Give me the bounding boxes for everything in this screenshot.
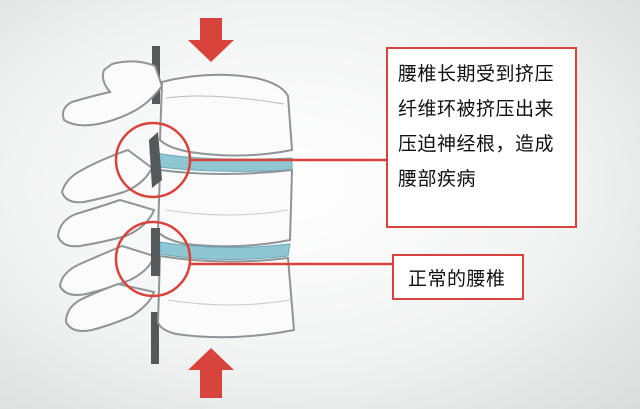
callout-line: 腰椎长期受到挤压 bbox=[398, 63, 555, 85]
nerve-root-bottom bbox=[151, 312, 159, 364]
pressure-arrow-down bbox=[188, 18, 234, 62]
vertebra-top bbox=[158, 73, 294, 157]
callout-disc-herniation: 腰椎长期受到挤压 纤维环被挤压出来 压迫神经根，造成 腰部疾病 bbox=[386, 47, 577, 228]
pressure-arrow-up bbox=[188, 348, 234, 398]
highlight-circle-normal bbox=[114, 220, 192, 298]
callout-line: 正常的腰椎 bbox=[408, 268, 506, 290]
callout-normal-spine: 正常的腰椎 bbox=[392, 254, 524, 300]
nerve-root-normal bbox=[151, 228, 160, 276]
nerve-root-compressed bbox=[149, 132, 162, 188]
callout-line: 腰部疾病 bbox=[398, 168, 477, 190]
vertebra-bottom bbox=[156, 254, 296, 339]
callout-line: 压迫神经根，造成 bbox=[398, 133, 555, 155]
callout-line: 纤维环被挤压出来 bbox=[398, 98, 555, 120]
vertebra-middle bbox=[156, 168, 294, 248]
